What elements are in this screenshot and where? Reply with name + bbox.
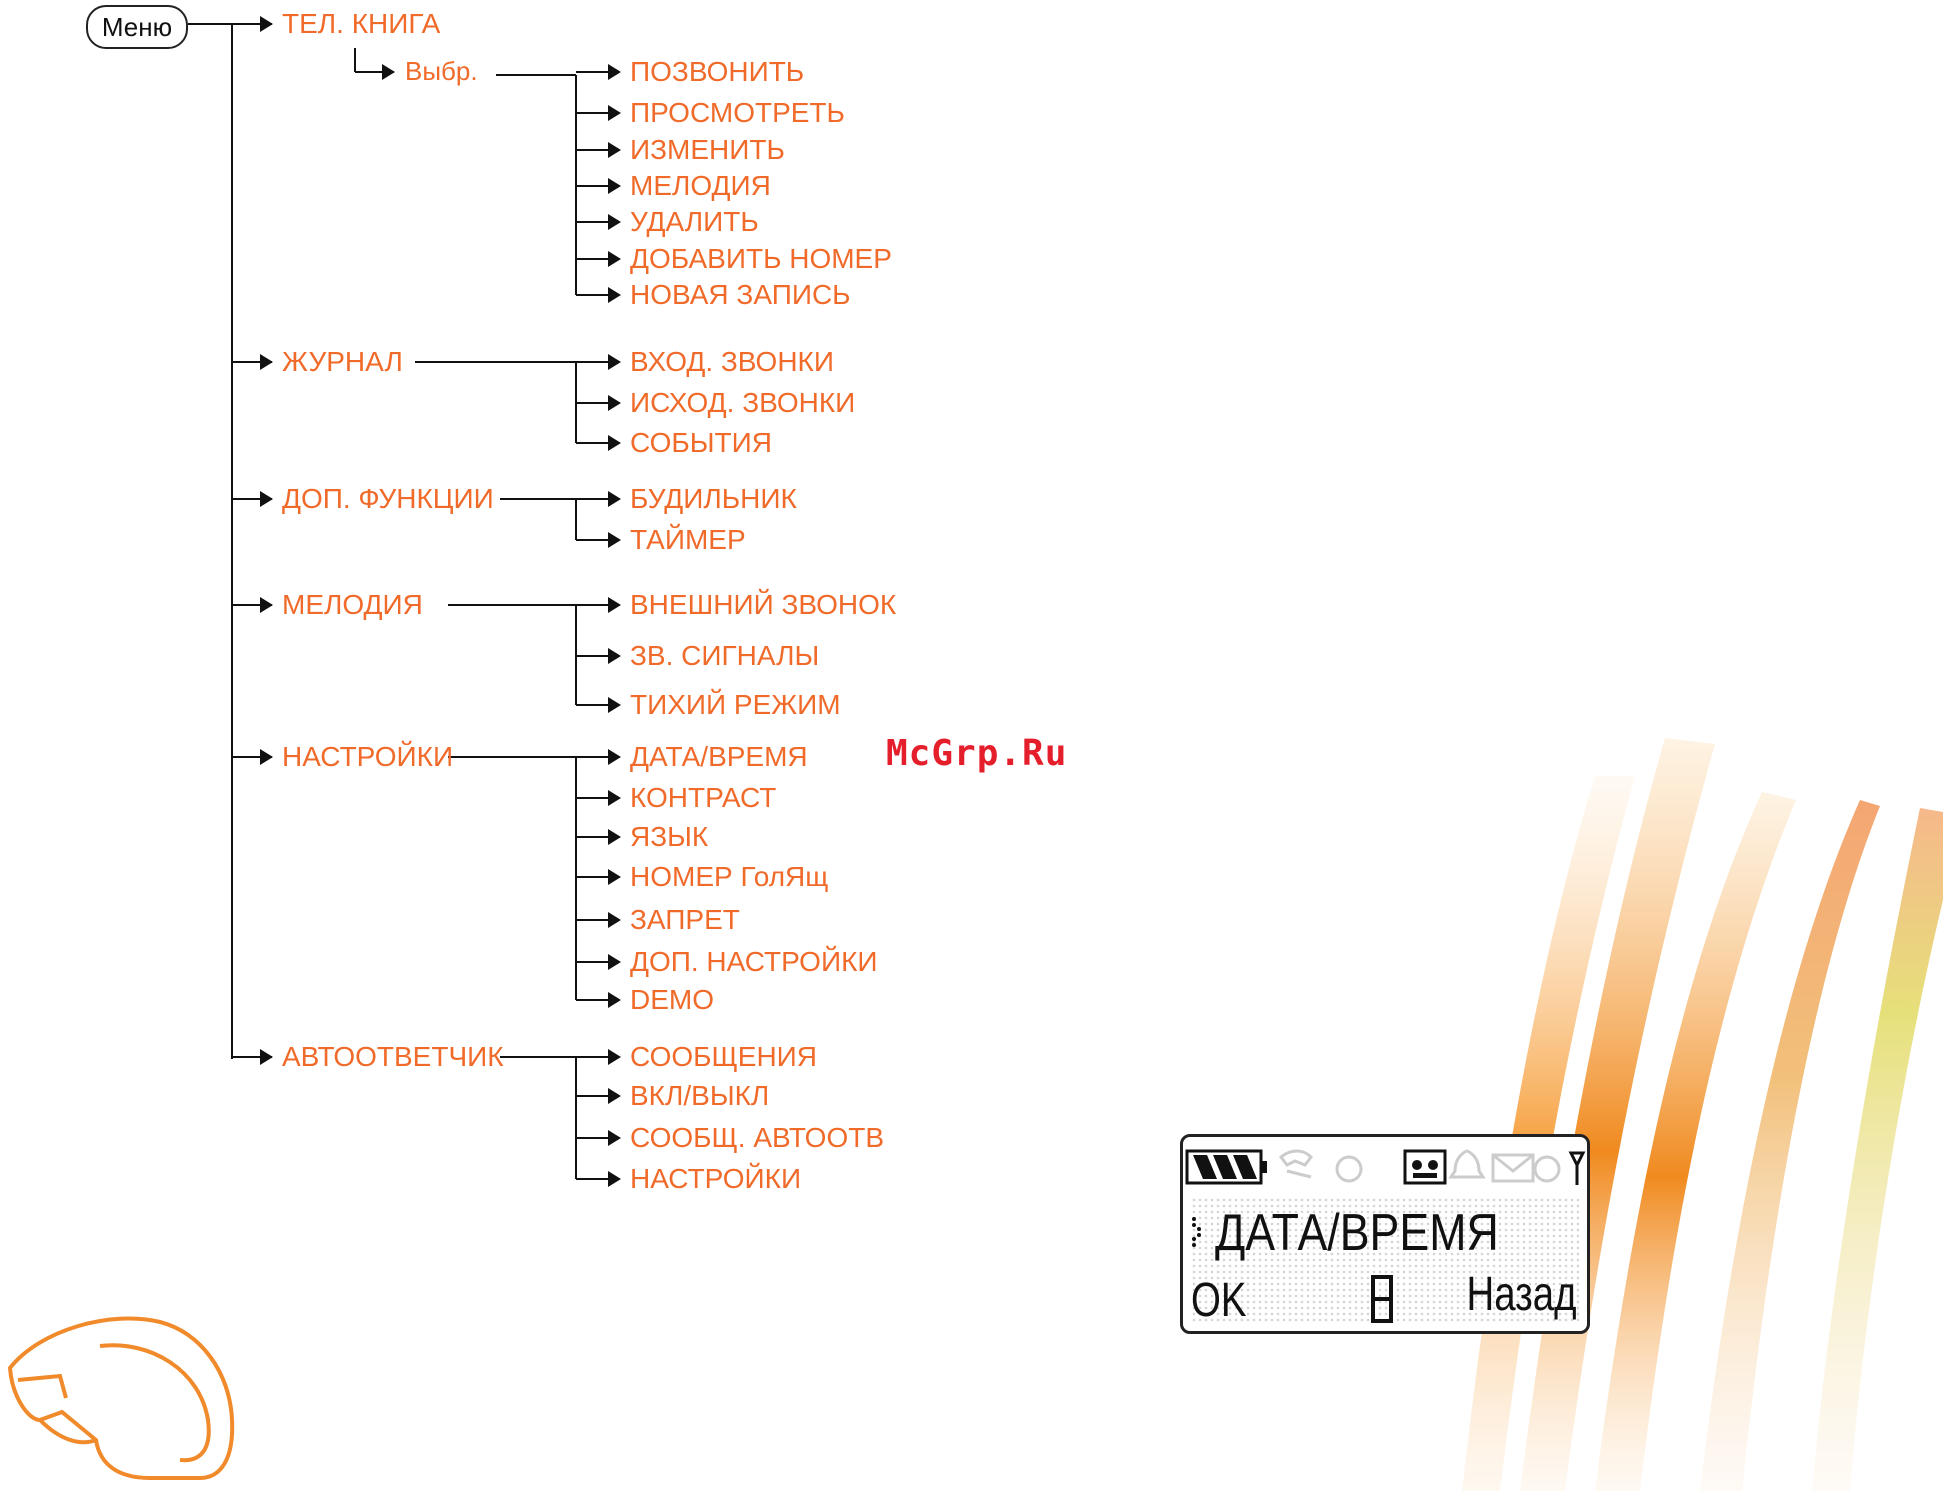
node-settings-item: КОНТРАСТ [630,782,777,813]
arrow-icon [608,178,621,194]
cursor-icon [1192,1217,1201,1247]
node-phonebook-item: ИЗМЕНИТЬ [630,134,785,165]
node-phonebook-select: Выбр. [405,56,478,86]
arrow-icon [608,1171,621,1187]
phone-outline-icon [7,1316,235,1480]
node-phonebook-item: МЕЛОДИЯ [630,170,771,201]
arrow-icon [260,597,273,613]
battery-icon [1185,1149,1267,1185]
arrow-icon [608,1130,621,1146]
arrow-icon [260,491,273,507]
node-melody: МЕЛОДИЯ [282,589,423,620]
node-phonebook-item: ПРОСМОТРЕТЬ [630,97,845,128]
node-melody-item: ТИХИЙ РЕЖИМ [630,689,841,720]
node-extras-item: ТАЙМЕР [630,524,746,555]
network-icon [1335,1155,1363,1183]
menu-root-label: Меню [101,11,173,42]
node-settings-item: DEMO [630,984,714,1015]
node-phonebook: ТЕЛ. КНИГА [282,8,441,39]
arrow-icon [260,16,273,32]
arrow-icon [608,354,621,370]
arrow-icon [608,749,621,765]
arrow-icon [608,992,621,1008]
node-phonebook-item: ПОЗВОНИТЬ [630,56,805,87]
node-settings-item: ДАТА/ВРЕМЯ [630,741,808,772]
node-answering-item: НАСТРОЙКИ [630,1163,802,1194]
lcd-status-icons [1185,1149,1586,1185]
node-answering: АВТООТВЕТЧИК [282,1041,504,1072]
arrow-icon [608,829,621,845]
node-journal-item: ИСХОД. ЗВОНКИ [630,387,856,418]
node-extras: ДОП. ФУНКЦИИ [282,483,494,514]
lcd-display: ДАТА/ВРЕМЯ OK Назад [1180,1134,1590,1334]
arrow-icon [608,287,621,303]
node-journal-item: ВХОД. ЗВОНКИ [630,346,834,377]
node-melody-item: ВНЕШНИЙ ЗВОНОК [630,589,897,620]
node-extras-item: БУДИЛЬНИК [630,483,797,514]
node-phonebook-item: УДАЛИТЬ [630,206,759,237]
node-phonebook-item: НОВАЯ ЗАПИСЬ [630,279,851,310]
node-settings-item: НОМЕР ГолЯщ [630,861,829,892]
node-journal-item: СОБЫТИЯ [630,427,772,458]
bell-icon [1448,1149,1486,1179]
arrow-icon [608,532,621,548]
arrow-icon [260,1049,273,1065]
arrow-icon [608,395,621,411]
arrow-icon [608,251,621,267]
handset-icon [1278,1149,1313,1167]
arrow-icon [608,491,621,507]
arrow-icon [608,912,621,928]
lcd-dot-matrix [1191,1197,1579,1323]
arrow-icon [382,64,395,80]
node-phonebook-item: ДОБАВИТЬ НОМЕР [630,243,892,274]
node-answering-item: ВКЛ/ВЫКЛ [630,1080,770,1111]
node-answering-item: СООБЩЕНИЯ [630,1041,818,1072]
arrow-icon [260,354,273,370]
node-settings-item: ЯЗЫК [630,821,709,852]
node-settings: НАСТРОЙКИ [282,741,454,772]
arrow-icon [608,64,621,80]
node-melody-item: ЗВ. СИГНАЛЫ [630,640,820,671]
node-journal: ЖУРНАЛ [282,346,403,377]
arrow-icon [608,1088,621,1104]
arrow-icon [608,954,621,970]
lcd-title: ДАТА/ВРЕМЯ [1215,1204,1499,1262]
arrow-icon [608,648,621,664]
arrow-icon [608,142,621,158]
arrow-icon [608,697,621,713]
antenna-icon [1568,1151,1586,1185]
envelope-icon [1491,1153,1535,1183]
lcd-digit-block [1371,1275,1393,1323]
lcd-back-softkey[interactable]: Назад [1466,1268,1577,1321]
menu-root-node: Меню [86,5,188,49]
globe-icon [1533,1155,1561,1183]
arrow-icon [608,790,621,806]
node-settings-item: ЗАПРЕТ [630,904,740,935]
watermark: McGrp.Ru [886,733,1068,774]
node-settings-item: ДОП. НАСТРОЙКИ [630,946,878,977]
arrow-icon [608,214,621,230]
arrow-icon [608,1049,621,1065]
arrow-icon [608,869,621,885]
arrow-icon [608,435,621,451]
arrow-icon [608,597,621,613]
lcd-ok-softkey[interactable]: OK [1191,1274,1247,1327]
tape-icon [1403,1149,1447,1185]
node-answering-item: СООБЩ. АВТООТВ [630,1122,885,1153]
arrow-icon [260,749,273,765]
arrow-icon [608,105,621,121]
